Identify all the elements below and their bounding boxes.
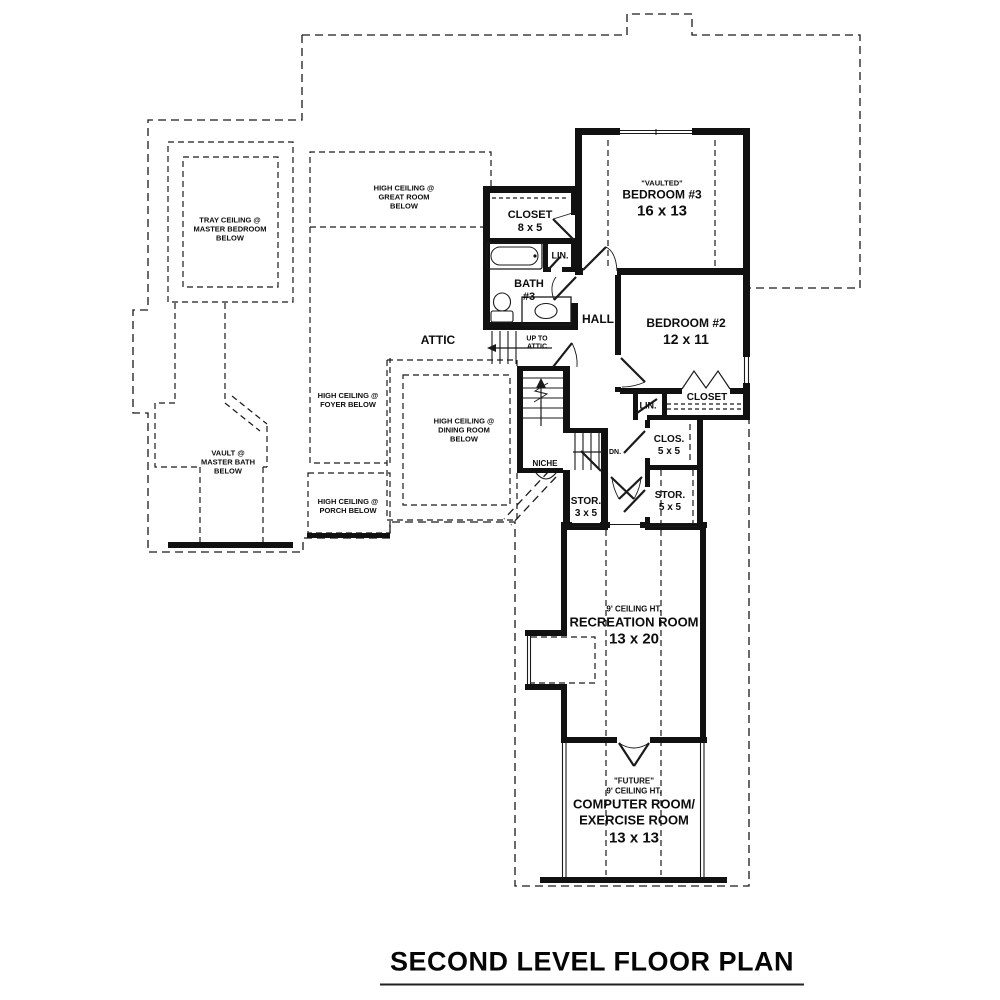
- label-lin-bath: LIN.: [551, 250, 569, 261]
- label-comp-name2: EXERCISE ROOM: [579, 812, 689, 828]
- label-up-to-attic: UP TO ATTIC: [526, 335, 548, 351]
- label-bedroom3-name: BEDROOM #3: [622, 187, 702, 202]
- windows-and-treads: [491, 129, 750, 877]
- label-clos-5x5: CLOS. 5 x 5: [653, 434, 685, 457]
- label-rec-name: RECREATION ROOM: [569, 614, 699, 630]
- label-closet-8x5: CLOSET 8 x 5: [507, 208, 553, 234]
- label-niche: NICHE: [532, 459, 558, 469]
- label-bedroom2-size: 12 x 11: [663, 330, 709, 347]
- stair-arrows: [487, 344, 603, 453]
- label-closet-bed2: CLOSET: [686, 392, 728, 403]
- label-comp-size: 13 x 13: [608, 828, 660, 846]
- label-rec-ceiling: 9' CEILING HT.: [606, 604, 662, 614]
- bath-fixtures: [486, 242, 572, 326]
- label-bedroom3-size: 16 x 13: [636, 202, 688, 220]
- roof-outline: [132, 13, 861, 887]
- label-computer-room: "FUTURE" 9' CEILING HT. COMPUTER ROOM/ E…: [573, 776, 695, 847]
- label-stor-5x5: STOR. 5 x 5: [654, 490, 686, 513]
- label-bedroom2: BEDROOM #2 12 x 11: [646, 316, 725, 349]
- label-bedroom2-name: BEDROOM #2: [646, 315, 726, 330]
- label-comp-name1: COMPUTER ROOM/: [572, 796, 696, 812]
- label-dining: HIGH CEILING @ DINING ROOM BELOW: [433, 416, 495, 444]
- label-attic: ATTIC: [420, 332, 456, 347]
- page-title: SECOND LEVEL FLOOR PLAN: [379, 947, 805, 986]
- vanity: [521, 296, 572, 326]
- sink: [534, 302, 558, 320]
- label-hall: HALL: [582, 311, 614, 326]
- toilet: [492, 292, 512, 312]
- ceiling-outlines: [154, 140, 745, 875]
- label-lin-bed2: LIN.: [639, 400, 657, 411]
- label-tray-ceiling: TRAY CEILING @ MASTER BEDROOM BELOW: [193, 215, 267, 243]
- bathtub: [486, 242, 543, 270]
- label-dn: DN.: [608, 448, 622, 456]
- label-porch: HIGH CEILING @ PORCH BELOW: [317, 497, 379, 515]
- label-bedroom3: "VAULTED" BEDROOM #3 16 x 13: [622, 178, 701, 221]
- tub-faucet-icon: [533, 254, 537, 258]
- label-recreation-room: 9' CEILING HT. RECREATION ROOM 13 x 20: [569, 605, 698, 650]
- label-rec-size: 13 x 20: [608, 630, 660, 648]
- label-bedroom3-tag: "VAULTED": [641, 178, 683, 188]
- label-bath3: BATH #3: [514, 277, 544, 303]
- label-stor-3x5: STOR. 3 x 5: [570, 496, 602, 519]
- label-foyer: HIGH CEILING @ FOYER BELOW: [317, 391, 379, 409]
- label-great-room: HIGH CEILING @ GREAT ROOM BELOW: [373, 183, 435, 211]
- label-master-bath: VAULT @ MASTER BATH BELOW: [200, 448, 256, 476]
- doors: [547, 211, 731, 767]
- label-comp-tag: "FUTURE": [613, 776, 655, 786]
- label-comp-ceiling: 9' CEILING HT.: [606, 786, 662, 796]
